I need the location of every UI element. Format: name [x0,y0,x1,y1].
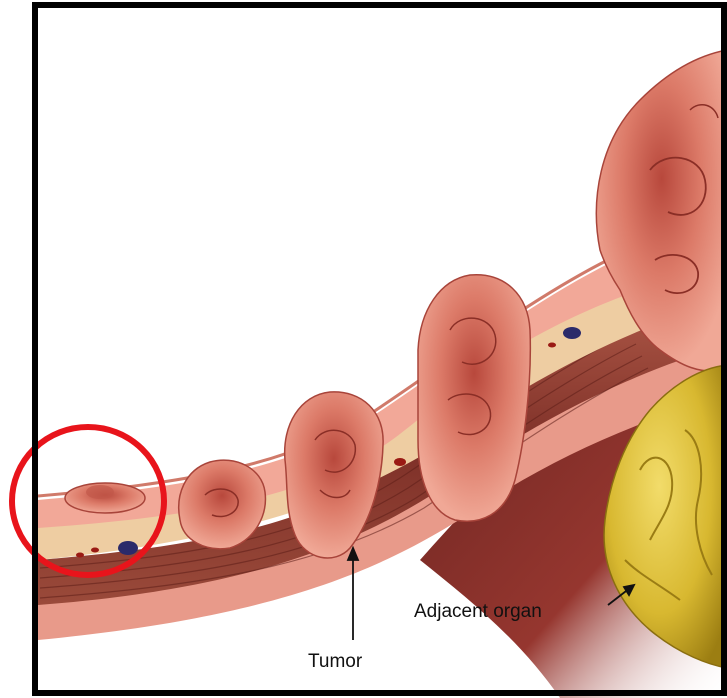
tumor-stage-1 [65,483,145,513]
tumor-label: Tumor [308,651,363,672]
tumor-stage-4 [418,275,530,521]
adjacent-organ-label: Adjacent organ [414,601,542,622]
